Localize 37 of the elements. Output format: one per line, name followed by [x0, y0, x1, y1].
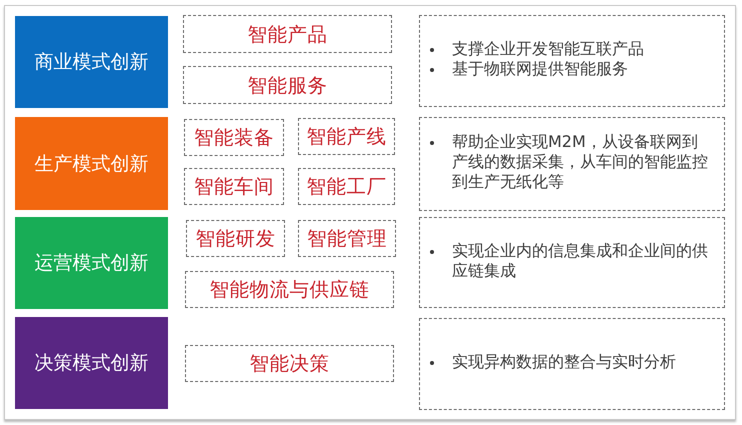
description-box: [419, 217, 725, 308]
feature-label: 智能产线: [306, 124, 386, 150]
feature-box: [185, 271, 394, 308]
category-title: 运营模式创新: [34, 251, 148, 276]
feature-box: [183, 66, 392, 104]
description-box: [419, 15, 725, 107]
feature-box: [298, 118, 395, 155]
feature-label: 智能车间: [194, 174, 274, 200]
category-box: [15, 117, 168, 210]
feature-label: 智能工厂: [306, 174, 386, 200]
bullet-text: 实现异构数据的整合与实时分析: [452, 352, 676, 372]
feature-box: [298, 168, 395, 205]
feature-label: 智能管理: [307, 226, 387, 252]
feature-label: 智能产品: [248, 22, 328, 48]
description-box: [419, 318, 725, 410]
category-box: [15, 16, 168, 108]
feature-label: 智能研发: [196, 226, 276, 252]
feature-box: [185, 345, 394, 382]
bullet-text: 实现企业内的信息集成和企业间的供应链集成: [452, 240, 709, 280]
feature-box: [184, 119, 284, 156]
feature-label: 智能服务: [248, 72, 328, 98]
bullet-text: 支撑企业开发智能互联产品: [452, 39, 644, 59]
feature-label: 智能装备: [194, 125, 274, 151]
feature-label: 智能决策: [250, 351, 330, 377]
category-title: 决策模式创新: [34, 351, 148, 376]
feature-box: [183, 15, 392, 53]
description-box: [419, 117, 725, 211]
feature-box: [186, 220, 285, 257]
feature-label: 智能物流与供应链: [210, 277, 370, 303]
feature-box: [184, 168, 284, 205]
feature-box: [298, 220, 396, 257]
bullet-text: 帮助企业实现M2M，从设备联网到产线的数据采集，从车间的智能监控到生产无纸化等: [452, 132, 709, 192]
category-box: [15, 217, 168, 309]
category-title: 生产模式创新: [34, 152, 148, 176]
category-title: 商业模式创新: [34, 50, 148, 75]
bullet-text: 基于物联网提供智能服务: [452, 59, 628, 79]
category-box: [15, 317, 168, 409]
